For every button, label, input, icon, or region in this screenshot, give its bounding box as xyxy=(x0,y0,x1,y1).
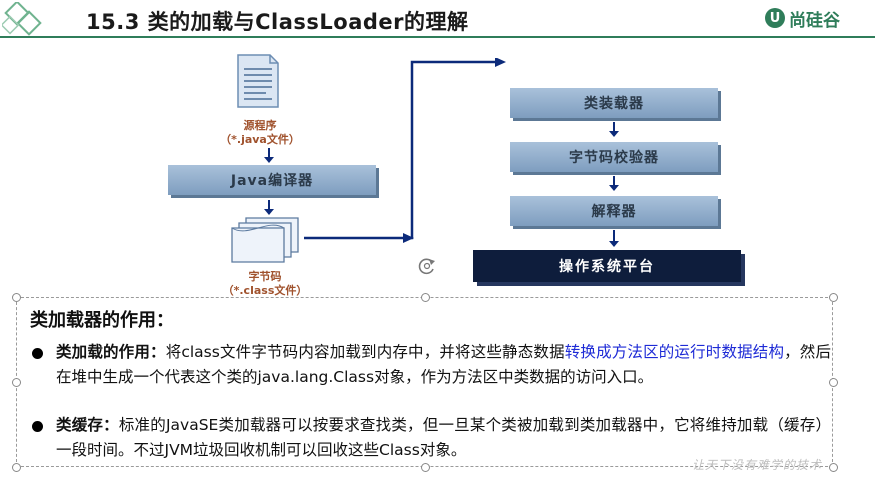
interpreter-stage: 解释器 xyxy=(510,196,718,226)
source-label-line2: （*.java文件） xyxy=(220,133,300,146)
term-class-cache: 类缓存： xyxy=(56,416,119,434)
arrow-down-icon xyxy=(609,230,619,247)
bytecode-label-line1: 字节码 xyxy=(248,270,282,283)
classloader-diagram[interactable]: 源程序 （*.java文件） Java编译器 字节码 （*.class文件） 类… xyxy=(0,38,875,298)
bullet-icon xyxy=(32,421,43,432)
resize-handle-middle-left[interactable] xyxy=(12,378,21,387)
rotate-handle-icon[interactable] xyxy=(417,256,437,276)
item-text-a: 标准的JavaSE类加载器可以按要求查找类，但一旦某个类被加载到类加载器中，它将… xyxy=(56,416,831,459)
item-text-b: ，然后在堆中生成一个代表这个类的java.lang.Class对象，作为方法区中… xyxy=(56,343,831,386)
resize-handle-middle-right[interactable] xyxy=(829,378,838,387)
class-loader-stage: 类装载器 xyxy=(510,88,718,118)
resize-handle-top-right[interactable] xyxy=(829,293,838,302)
arrow-down-icon xyxy=(264,200,274,215)
watermark-text: 让天下没有难学的技术 xyxy=(692,458,823,472)
diamond-logo-icon xyxy=(2,2,42,36)
bullet-item-class-loading: 类加载的作用：将class文件字节码内容加载到内存中，并将这些静态数据转换成方法… xyxy=(56,340,831,418)
arrow-down-icon xyxy=(609,176,619,191)
java-compiler-bar: Java编译器 xyxy=(168,165,376,195)
class-files-icon xyxy=(231,217,299,263)
bytecode-label-line2: （*.class文件） xyxy=(222,284,308,297)
brand-icon: U xyxy=(765,8,785,28)
source-file-icon xyxy=(237,54,279,108)
page-title: 15.3 类的加载与ClassLoader的理解 xyxy=(86,10,469,34)
bullet-icon xyxy=(32,348,43,359)
arrow-down-icon xyxy=(609,122,619,137)
highlight-text: 转换成方法区的运行时数据结构 xyxy=(564,343,785,361)
item-text-a: 将class文件字节码内容加载到内存中，并将这些静态数据 xyxy=(165,343,565,361)
resize-handle-bottom-right[interactable] xyxy=(829,463,838,472)
brand-text: 尚硅谷 xyxy=(789,10,840,31)
source-label: 源程序 （*.java文件） xyxy=(210,119,310,147)
resize-handle-bottom-left[interactable] xyxy=(12,463,21,472)
resize-handle-top-center[interactable] xyxy=(421,293,430,302)
term-class-loading: 类加载的作用： xyxy=(56,343,166,361)
resize-handle-bottom-center[interactable] xyxy=(421,463,430,472)
connector-arrow xyxy=(304,58,506,243)
header: 15.3 类的加载与ClassLoader的理解 U 尚硅谷 xyxy=(0,0,875,36)
arrow-down-icon xyxy=(264,148,274,163)
brand-logo: U 尚硅谷 xyxy=(765,5,840,31)
bullet-item-class-cache: 类缓存：标准的JavaSE类加载器可以按要求查找类，但一旦某个类被加载到类加载器… xyxy=(56,413,831,465)
resize-handle-top-left[interactable] xyxy=(12,293,21,302)
textbox-title: 类加载器的作用： xyxy=(30,310,174,331)
header-divider xyxy=(0,36,875,38)
source-label-line1: 源程序 xyxy=(243,119,277,132)
bytecode-verifier-stage: 字节码校验器 xyxy=(510,142,718,172)
os-platform-bar: 操作系统平台 xyxy=(473,250,741,282)
bytecode-label: 字节码 （*.class文件） xyxy=(210,270,320,298)
